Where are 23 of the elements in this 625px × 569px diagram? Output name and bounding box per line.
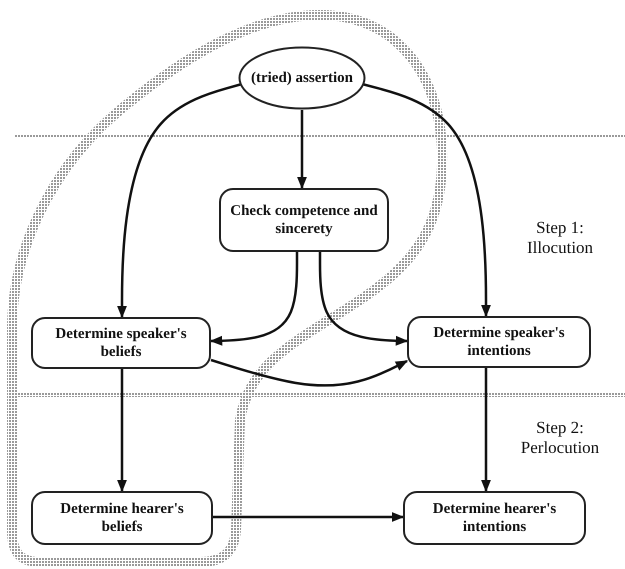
- arrow: [213, 512, 404, 522]
- node-text: (tried) assertion: [250, 69, 354, 87]
- arrow: [210, 252, 298, 346]
- process-box: [31, 491, 213, 545]
- arrow: [117, 82, 242, 318]
- step-label: Step 1: Illocution: [526, 218, 594, 258]
- process-box: [407, 316, 591, 368]
- node-text: Determine hearer's intentions: [432, 500, 558, 536]
- process-box: [219, 188, 389, 252]
- process-box: [31, 317, 211, 369]
- arrow: [297, 110, 307, 190]
- node-text: Check competence and sincerety: [229, 202, 379, 238]
- arrow: [318, 252, 408, 346]
- arrow: [210, 358, 408, 387]
- arrow: [117, 369, 127, 492]
- arrow: [481, 368, 491, 492]
- node-text: Determine speaker's beliefs: [54, 325, 188, 361]
- arrow: [362, 82, 491, 318]
- step-label: Step 2: Perlocution: [520, 418, 600, 458]
- process-box: [403, 491, 586, 545]
- node-text: Determine hearer's beliefs: [59, 500, 185, 536]
- node-text: Determine speaker's intentions: [432, 324, 566, 360]
- start-ellipse: [238, 46, 366, 110]
